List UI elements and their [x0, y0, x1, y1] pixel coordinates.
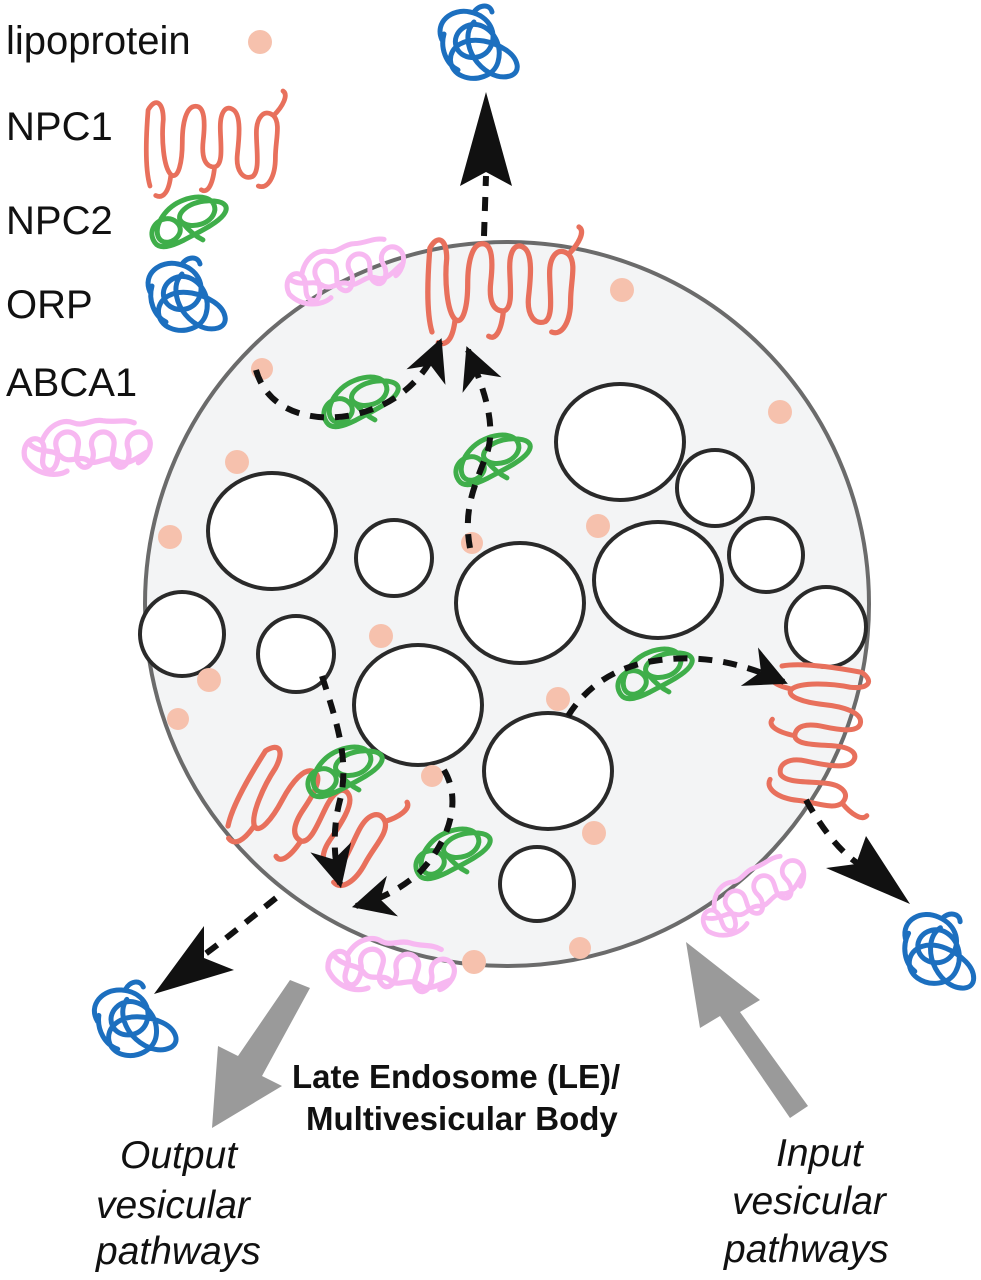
- vesicle: [352, 643, 484, 767]
- vesicular-pathway-arrows: [212, 942, 808, 1128]
- input-line-2: vesicular: [732, 1180, 888, 1223]
- orp-right: [896, 905, 981, 992]
- lipoprotein-dot: [421, 765, 443, 787]
- edge-bud-right: [784, 585, 868, 669]
- edge-bud-left: [138, 590, 226, 678]
- legend: lipoprotein NPC1 NPC2 ORP ABCA1: [6, 19, 285, 474]
- intraluminal-vesicles: [206, 382, 805, 923]
- lipoprotein-dot: [167, 708, 189, 730]
- arrow-vesicle-to-npc1-bottom: [310, 675, 352, 889]
- vesicle: [727, 516, 805, 594]
- vesicle: [454, 541, 586, 665]
- arrow-npc2-to-npc1-top: [462, 346, 502, 549]
- lipoprotein-particles: [158, 278, 792, 974]
- vesicle: [675, 448, 755, 528]
- vesicle: [354, 518, 434, 598]
- arrowhead-right-exit: [826, 836, 910, 904]
- legend-abca1-label: ABCA1: [6, 361, 137, 405]
- vesicle: [554, 382, 686, 502]
- legend-lipoprotein-label: lipoprotein: [6, 19, 191, 63]
- arrow-npc2-to-npc1-bottom: [351, 768, 456, 917]
- arrow-npc1-exit-bottom: [192, 895, 278, 965]
- output-pathways-label: Output vesicular pathways: [95, 1134, 261, 1273]
- endosome-title: Late Endosome (LE)/ Multivesicular Body: [292, 1058, 620, 1137]
- lipoprotein-dot: [546, 687, 570, 711]
- legend-npc2-label: NPC2: [6, 199, 113, 243]
- legend-npc2-swatch: [148, 193, 231, 248]
- input-line-3: pathways: [723, 1228, 889, 1271]
- lipoprotein-dot: [369, 624, 393, 648]
- vesicle: [256, 614, 336, 694]
- lipoprotein-dot: [197, 668, 221, 692]
- vesicle: [482, 711, 614, 831]
- arrowhead-bottom-exit: [154, 926, 234, 994]
- lipoprotein-dot: [610, 278, 634, 302]
- output-line-2: vesicular: [96, 1184, 252, 1227]
- output-line-3: pathways: [95, 1230, 261, 1273]
- lipoprotein-dot: [768, 400, 792, 424]
- lipoprotein-dot: [569, 937, 591, 959]
- input-pathways-label: Input vesicular pathways: [723, 1132, 889, 1271]
- vesicle: [206, 471, 338, 591]
- arrow-npc1-exit-top: [481, 175, 489, 237]
- legend-npc1-swatch: [146, 91, 285, 196]
- lipoprotein-dot: [158, 525, 182, 549]
- title-line-1: Late Endosome (LE)/: [292, 1058, 620, 1095]
- vesicle: [498, 845, 576, 923]
- lipoprotein-dot: [225, 450, 249, 474]
- legend-lipoprotein-swatch: [248, 30, 272, 54]
- lipoprotein-dot: [251, 358, 273, 380]
- output-line-1: Output: [120, 1134, 239, 1177]
- lipoprotein-dot: [462, 950, 486, 974]
- input-pathway-arrow: [686, 942, 808, 1118]
- legend-abca1-swatch: [24, 420, 150, 474]
- input-line-1: Input: [776, 1132, 865, 1175]
- lipoprotein-dot: [586, 514, 610, 538]
- arrowhead-top-exit: [460, 92, 512, 186]
- transport-arrows: [154, 92, 910, 994]
- legend-orp-swatch: [148, 258, 225, 330]
- legend-orp-label: ORP: [6, 283, 93, 327]
- output-pathway-arrow: [212, 980, 310, 1128]
- orp-top: [440, 6, 517, 78]
- vesicle: [592, 520, 724, 640]
- title-line-2: Multivesicular Body: [306, 1100, 618, 1137]
- arrow-lipo-to-npc1-top: [253, 338, 446, 421]
- arrow-to-npc1-right: [565, 647, 788, 718]
- lipoprotein-dot: [582, 821, 606, 845]
- legend-npc1-label: NPC1: [6, 105, 113, 149]
